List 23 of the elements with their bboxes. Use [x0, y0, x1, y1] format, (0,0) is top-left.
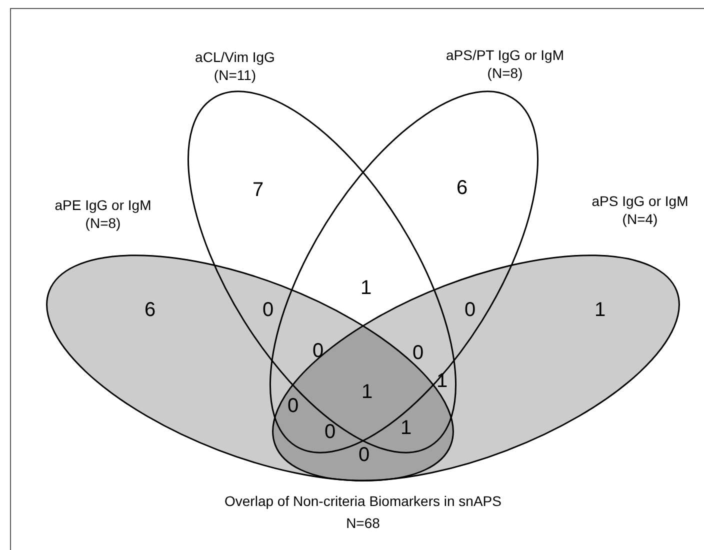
region-count: 0 — [312, 340, 324, 362]
region-count: 1 — [360, 277, 372, 299]
region-count: 1 — [400, 417, 412, 439]
region-count: 0 — [412, 342, 424, 364]
set-label: (N=8) — [85, 214, 121, 232]
set-label: aPE IgG or IgM — [54, 196, 152, 214]
region-count: 1 — [361, 381, 373, 403]
set-label: (N=11) — [214, 66, 256, 84]
region-count: 6 — [144, 299, 156, 321]
caption: Overlap of Non-criteria Biomarkers in snAPS N=68 — [224, 492, 502, 533]
set-label: aCL/Vim IgG — [195, 48, 275, 66]
region-count: 1 — [594, 299, 606, 321]
set-label: (N=4) — [622, 210, 658, 228]
region-count: 7 — [252, 179, 264, 201]
region-count: 0 — [262, 299, 274, 321]
region-count: 0 — [324, 421, 336, 443]
region-count: 0 — [464, 299, 476, 321]
region-count: 0 — [358, 444, 370, 466]
set-label: aPS IgG or IgM — [592, 192, 688, 210]
region-count: 0 — [287, 395, 299, 417]
set-label: aPS/PT IgG or IgM — [446, 46, 564, 64]
set-label: (N=8) — [487, 64, 523, 82]
region-count: 6 — [456, 177, 468, 199]
